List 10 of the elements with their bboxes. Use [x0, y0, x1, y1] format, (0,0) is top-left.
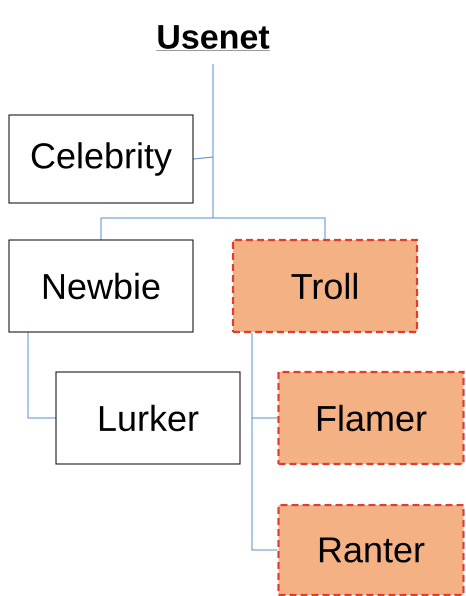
- highlighted-role-box: Ranter: [277, 504, 465, 596]
- highlighted-role-box: Flamer: [277, 370, 465, 466]
- role-box: Celebrity: [8, 114, 194, 204]
- connector-line: [28, 332, 56, 418]
- connector-line: [212, 64, 326, 240]
- role-box: Lurker: [56, 372, 240, 464]
- connector-line: [252, 332, 278, 550]
- title-text: Usenet: [156, 25, 270, 50]
- highlighted-role-box: Troll: [232, 238, 418, 334]
- role-box: Newbie: [8, 240, 194, 332]
